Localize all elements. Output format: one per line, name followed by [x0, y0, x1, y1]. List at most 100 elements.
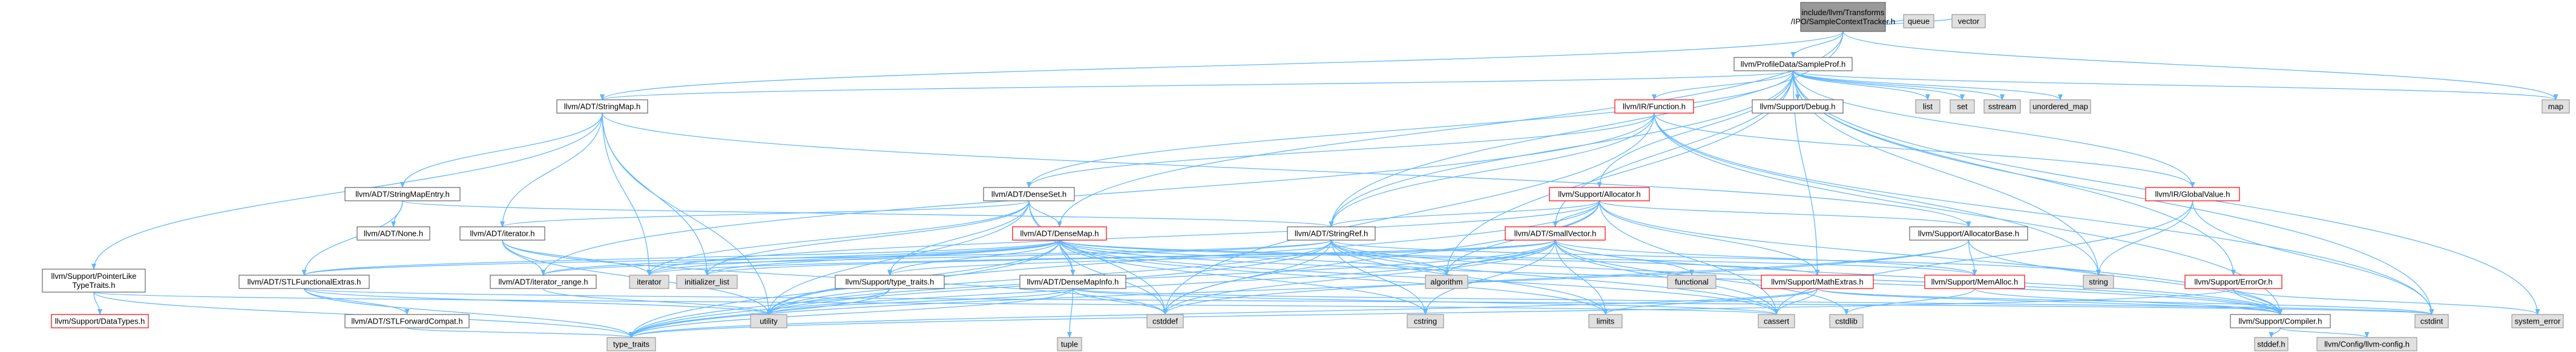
- node-none-box: [356, 226, 430, 241]
- node-sstream[interactable]: sstream: [1983, 99, 2021, 114]
- edge-allocator-to-mathextras: [1598, 200, 1820, 276]
- edge-mathextras-to-compiler: [1816, 288, 2283, 315]
- node-iteratorh[interactable]: llvm/ADT/iterator.h: [459, 226, 545, 241]
- node-compiler[interactable]: llvm/Support/Compiler.h: [2230, 314, 2331, 328]
- node-globalvalue[interactable]: llvm/IR/GlobalValue.h: [2145, 187, 2240, 201]
- node-cassert-label: cassert: [1764, 317, 1789, 326]
- node-debug[interactable]: llvm/Support/Debug.h: [1752, 99, 1844, 114]
- node-denseset[interactable]: llvm/ADT/DenseSet.h: [983, 187, 1075, 201]
- node-system_error-box: [2511, 314, 2564, 328]
- node-stlforward-label: llvm/ADT/STLForwardCompat.h: [351, 317, 462, 326]
- node-root-label: include/llvm/Transforms/IPO/SampleContex…: [1791, 8, 1895, 26]
- edge-sampleprof-to-unordered_map: [1792, 70, 2063, 100]
- node-initializer_list[interactable]: initializer_list: [676, 275, 738, 289]
- node-sampleprof[interactable]: llvm/ProfileData/SampleProf.h: [1733, 57, 1853, 71]
- node-string-label: string: [2089, 278, 2108, 287]
- node-tuple-box: [1057, 337, 1082, 351]
- node-typetraitsh-box: [835, 275, 945, 289]
- node-allocatorbase[interactable]: llvm/Support/AllocatorBase.h: [1909, 226, 2028, 241]
- node-vector-box: [1951, 14, 1986, 28]
- edge-mathextras-to-limits: [1603, 288, 1818, 315]
- node-erroror[interactable]: llvm/Support/ErrorOr.h: [2184, 275, 2282, 289]
- node-algorithm-box: [1425, 275, 1468, 289]
- node-string-box: [2083, 275, 2114, 289]
- node-llvmconfig[interactable]: llvm/Config/llvm-config.h: [2316, 337, 2417, 351]
- node-stlfunctional[interactable]: llvm/ADT/STLFunctionalExtras.h: [238, 275, 370, 289]
- node-sstream-label: sstream: [1988, 102, 2016, 111]
- node-cstdlib-box: [1829, 314, 1864, 328]
- node-smallvector[interactable]: llvm/ADT/SmallVector.h: [1505, 226, 1606, 241]
- node-datatypes-label: llvm/Support/DataTypes.h: [55, 317, 145, 326]
- node-type_traits-label: type_traits: [613, 340, 649, 349]
- node-densemapinfo[interactable]: llvm/ADT/DenseMapInfo.h: [1019, 275, 1126, 289]
- node-stlforward[interactable]: llvm/ADT/STLForwardCompat.h: [344, 314, 470, 328]
- node-limits[interactable]: limits: [1588, 314, 1623, 328]
- edge-denseset-to-densemap: [1028, 200, 1062, 227]
- node-allocator[interactable]: llvm/Support/Allocator.h: [1549, 187, 1650, 201]
- edge-allocatorbase-to-memalloc: [1968, 240, 1977, 276]
- node-cstring-box: [1407, 314, 1444, 328]
- edge-denseset-to-utility: [766, 200, 1030, 315]
- edge-smallvector-to-memalloc: [1554, 240, 1977, 276]
- edge-sampleprof-to-stringref: [1329, 70, 1794, 227]
- node-vector[interactable]: vector: [1951, 14, 1986, 28]
- node-debug-label: llvm/Support/Debug.h: [1760, 102, 1835, 111]
- node-system_error[interactable]: system_error: [2511, 314, 2564, 328]
- node-stringref-label: llvm/ADT/StringRef.h: [1295, 229, 1368, 238]
- node-allocator-box: [1549, 187, 1650, 201]
- node-stringmap[interactable]: llvm/ADT/StringMap.h: [556, 99, 648, 114]
- node-stringref[interactable]: llvm/ADT/StringRef.h: [1287, 226, 1376, 241]
- edge-iteratorh-to-iterator: [502, 240, 652, 276]
- node-type_traits[interactable]: type_traits: [606, 337, 656, 351]
- node-tuple-label: tuple: [1061, 340, 1078, 349]
- node-iterator[interactable]: iterator: [629, 275, 669, 289]
- node-cstddef[interactable]: cstddef: [1146, 314, 1184, 328]
- node-functional[interactable]: functional: [1667, 275, 1717, 289]
- node-debug-box: [1752, 99, 1844, 114]
- node-densemap[interactable]: llvm/ADT/DenseMap.h: [1012, 226, 1107, 241]
- node-string[interactable]: string: [2083, 275, 2114, 289]
- node-memalloc[interactable]: llvm/Support/MemAlloc.h: [1924, 275, 2025, 289]
- edge-smallvector-to-algorithm: [1444, 240, 1556, 276]
- node-root[interactable]: include/llvm/Transforms/IPO/SampleContex…: [1791, 2, 1895, 32]
- edge-allocatorbase-to-compiler: [1968, 240, 2283, 315]
- node-typetraitsh[interactable]: llvm/Support/type_traits.h: [835, 275, 945, 289]
- node-stddef-label: stddef.h: [2257, 340, 2285, 349]
- node-unordered_map-label: unordered_map: [2032, 102, 2088, 111]
- edge-densemap-to-iterator: [646, 240, 1060, 276]
- edge-allocator-to-iterator: [646, 200, 1600, 276]
- node-algorithm-label: algorithm: [1430, 278, 1462, 287]
- node-cstring[interactable]: cstring: [1407, 314, 1444, 328]
- node-map[interactable]: map: [2542, 99, 2570, 114]
- node-map-box: [2542, 99, 2570, 114]
- node-algorithm[interactable]: algorithm: [1425, 275, 1468, 289]
- node-set[interactable]: set: [1950, 99, 1975, 114]
- node-cassert[interactable]: cassert: [1758, 314, 1795, 328]
- node-cstdint[interactable]: cstdint: [2414, 314, 2449, 328]
- node-queue[interactable]: queue: [1903, 14, 1934, 28]
- edge-erroror-to-system_error: [2233, 288, 2540, 315]
- node-utility[interactable]: utility: [750, 314, 787, 328]
- node-tuple[interactable]: tuple: [1057, 337, 1082, 351]
- edge-root-to-densemap: [1057, 31, 1844, 227]
- node-datatypes-box: [51, 314, 149, 328]
- edge-irfunction-to-denseset: [1027, 112, 1655, 188]
- node-none[interactable]: llvm/ADT/None.h: [356, 226, 430, 241]
- node-unordered_map[interactable]: unordered_map: [2029, 99, 2091, 114]
- edge-sampleprof-to-map: [1792, 70, 2558, 100]
- node-cstddef-label: cstddef: [1152, 317, 1178, 326]
- node-list[interactable]: list: [1915, 99, 1940, 114]
- node-stringmapentry[interactable]: llvm/ADT/StringMapEntry.h: [344, 187, 461, 201]
- node-datatypes[interactable]: llvm/Support/DataTypes.h: [51, 314, 149, 328]
- node-cstdlib[interactable]: cstdlib: [1829, 314, 1864, 328]
- edge-densemap-to-typetraitsh: [887, 240, 1060, 276]
- node-iteratorrange[interactable]: llvm/ADT/iterator_range.h: [490, 275, 597, 289]
- node-densemap-label: llvm/ADT/DenseMap.h: [1020, 229, 1099, 238]
- edge-root-to-stringmap: [600, 31, 1844, 100]
- node-irfunction[interactable]: llvm/IR/Function.h: [1614, 99, 1694, 114]
- node-mathextras[interactable]: llvm/Support/MathExtras.h: [1761, 275, 1874, 289]
- node-stddef[interactable]: stddef.h: [2254, 337, 2288, 351]
- node-type_traits-box: [606, 337, 656, 351]
- node-iterator-label: iterator: [637, 278, 662, 287]
